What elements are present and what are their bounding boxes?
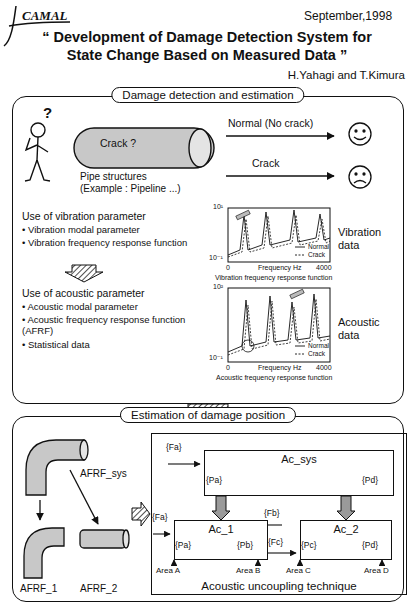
node-text: Estimation of damage position [120,407,296,423]
legend-sample [295,255,305,256]
state-arrows [226,136,334,176]
label: {Pc} [301,541,317,551]
label: ? [43,104,52,121]
label: Area B [236,566,260,575]
legend-entry: Crack [294,252,325,259]
legend-sample [295,354,305,355]
label: • Acoustic modal parameter [22,302,217,313]
label: {Pa} [175,541,191,551]
legend-line [294,351,306,357]
label: Frequency Hz [258,364,302,372]
legend-line [294,252,306,258]
label: • Vibration modal parameter [22,225,217,236]
label: Vibration data [338,226,400,251]
faces [349,123,371,188]
legend-entry: Normal [294,244,329,251]
label: 0 [226,264,230,272]
acoustic-box: Ac_2 [300,520,392,560]
label: {Fa} [152,513,168,523]
label: Use of vibration parameter [22,210,146,222]
label: {Fa} [166,443,182,453]
label: Area D [364,566,389,575]
legend-sample [295,247,305,248]
label: Area C [286,566,311,575]
pipe [74,128,214,168]
node-text: Ac_sys [205,453,393,465]
pipe-pieces [24,528,129,578]
node-text: Acoustic uncoupling technique [152,580,406,592]
label: Acoustic frequency response function [216,374,351,382]
label: • Statistical data [22,340,90,351]
label: 4000 [316,364,332,372]
label: Acoustic data [338,316,400,341]
label: (Example : Pipeline ...) [80,183,181,195]
legend-entry: Crack [294,351,325,358]
block-arrow [212,496,230,520]
label: {Fb} [264,509,280,519]
legend-entry: Normal [294,343,329,350]
acoustic-box: Ac_sys [204,450,394,496]
label: 10⁻¹ [209,354,223,362]
label: {Fc} [268,538,283,548]
label: {Pb} [237,541,253,551]
down-arrow-hatched [65,265,103,282]
label: 4000 [316,264,332,272]
label: {Pa} [206,476,222,486]
label: AFRF_2 [80,583,117,595]
label: Pipe structures [80,171,147,183]
node-text: Damage detection and estimation [111,87,304,103]
legend-text: Normal [308,343,329,350]
label: 10² [213,283,223,291]
label: 0 [226,364,230,372]
acoustic-graph [228,288,330,362]
block-arrow [337,496,355,520]
label: • Vibration frequency response function [22,238,197,249]
label: AFRF_1 [20,583,57,595]
acoustic-box: Ac_1 [174,520,268,560]
label: Use of acoustic parameter [22,287,145,299]
legend-text: Crack [308,351,325,358]
label: Crack [252,157,279,169]
label: Area A [156,566,180,575]
label: {Pd} [362,476,378,486]
title: “ Development of Damage Detection System… [32,28,382,64]
legend-line [294,343,306,349]
label: • Acoustic frequency response function (… [22,315,197,337]
label: Vibration frequency response function [215,274,350,282]
label: 10⁻¹ [209,254,223,262]
node-text: Ac_2 [301,523,391,535]
label: Crack ? [100,137,136,149]
label: {Pd} [362,541,378,551]
section-panel: Estimation of damage positionAcoustic un… [12,416,404,602]
label: Normal (No crack) [228,117,313,129]
label: Frequency Hz [258,264,302,272]
vibration-graph [228,208,330,262]
legend-sample [295,346,305,347]
stick-figure [25,123,50,181]
label: September,1998 [304,10,392,24]
label: H.Yahagi and T.Kimura [240,69,405,82]
legend-text: Crack [308,252,325,259]
legend-text: Normal [308,244,329,251]
legend-line [294,244,306,250]
side-arrow-hatched [132,502,150,526]
node-text: Ac_1 [175,523,267,535]
label: CAMAL [22,9,68,24]
label: AFRF_sys [80,468,127,480]
label: 10¹ [213,203,223,211]
